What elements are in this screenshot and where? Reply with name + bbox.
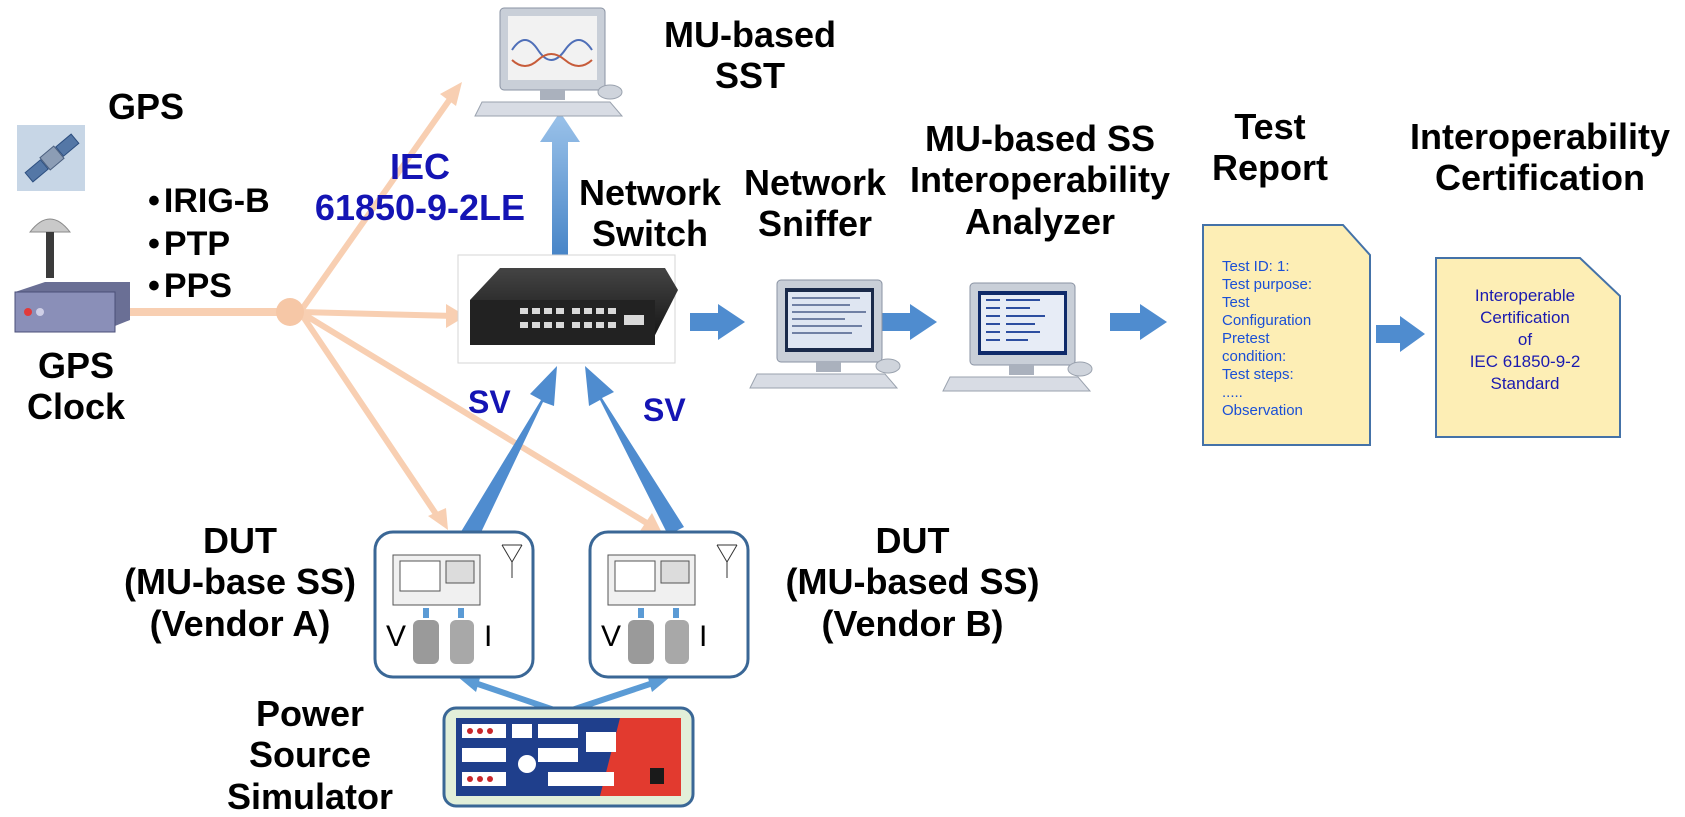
sync-distribution-arrows	[124, 89, 653, 528]
arrow-sv-dut-b	[585, 366, 684, 535]
gps-label: GPS	[108, 86, 185, 127]
arrow-sniffer-to-analyzer	[882, 304, 937, 340]
sync-signal-item: PPS	[148, 265, 270, 308]
voltage-label-b: V	[601, 620, 622, 653]
computer-icon-sniffer	[749, 279, 901, 389]
network-sniffer-label: Network Sniffer	[743, 162, 887, 245]
sync-arrow-to-sst	[297, 89, 458, 315]
sv-label-left: SV	[468, 384, 511, 420]
sync-hub-node	[276, 298, 304, 326]
arrow-head-switch	[446, 304, 466, 328]
sync-arrow-to-dut-a	[297, 309, 443, 523]
merging-unit-icon-b	[607, 544, 738, 618]
document-icon-test-report	[1202, 224, 1371, 446]
dut-a-label: DUT (MU-base SS) (Vendor A)	[123, 520, 357, 644]
analyzer-label: MU-based SS Interoperability Analyzer	[909, 118, 1171, 242]
arrow-sv-dut-a	[459, 366, 557, 545]
computer-icon-analyzer	[942, 282, 1093, 392]
voltage-label-a: V	[386, 620, 407, 653]
dut-b-box	[588, 530, 750, 679]
merging-unit-icon-a	[392, 544, 523, 618]
sync-arrow-heads	[428, 82, 662, 533]
voltage-transformer-icon-b	[628, 620, 654, 664]
arrow-switch-to-sniffer	[690, 304, 745, 340]
certificate-document-text: Interoperable Certification of IEC 61850…	[1469, 286, 1581, 394]
dut-a-box	[373, 530, 535, 679]
power-source-simulator-label: Power Source Simulator	[226, 693, 394, 817]
current-transformer-icon-b	[665, 620, 689, 664]
sv-label-right: SV	[643, 392, 686, 428]
sync-signal-item: PTP	[148, 223, 270, 266]
certification-label: Interoperability Certification	[1409, 116, 1671, 199]
gps-antenna-icon	[28, 218, 72, 278]
network-switch-icon	[457, 254, 678, 364]
sync-signal-list: IRIG-B PTP PPS	[148, 180, 270, 308]
gps-clock-label: GPS Clock	[26, 345, 126, 428]
arrow-head-dut-a	[428, 508, 448, 530]
dut-b-label: DUT (MU-based SS) (Vendor B)	[785, 520, 1040, 644]
current-label-a: I	[484, 620, 493, 653]
satellite-icon	[17, 125, 85, 191]
sync-arrow-to-dut-b	[297, 309, 653, 528]
network-switch-label: Network Switch	[578, 172, 722, 255]
voltage-transformer-icon-a	[413, 620, 439, 664]
arrow-head-sst	[440, 82, 462, 106]
arrow-head-dut-b	[640, 513, 662, 533]
power-source-simulator-icon	[442, 706, 695, 808]
arrow-switch-to-sst	[540, 112, 580, 270]
test-report-document-text: Test ID: 1: Test purpose: Test Configura…	[1222, 258, 1313, 419]
current-label-b: I	[699, 620, 708, 653]
current-transformer-icon-a	[450, 620, 474, 664]
computer-icon-sst	[474, 7, 624, 117]
arrow-analyzer-to-report	[1110, 304, 1167, 340]
sync-arrow-to-switch	[297, 309, 458, 319]
sync-signal-item: IRIG-B	[148, 180, 270, 223]
document-icon-certificate	[1435, 257, 1621, 438]
arrow-report-to-certificate	[1376, 316, 1425, 352]
mu-based-sst-label: MU-based SST	[663, 14, 837, 97]
gps-receiver-icon	[14, 282, 130, 333]
test-report-label: Test Report	[1212, 106, 1328, 189]
iec-protocol-label: IEC 61850-9-2LE	[314, 146, 526, 229]
data-flow-arrows	[458, 112, 1425, 716]
